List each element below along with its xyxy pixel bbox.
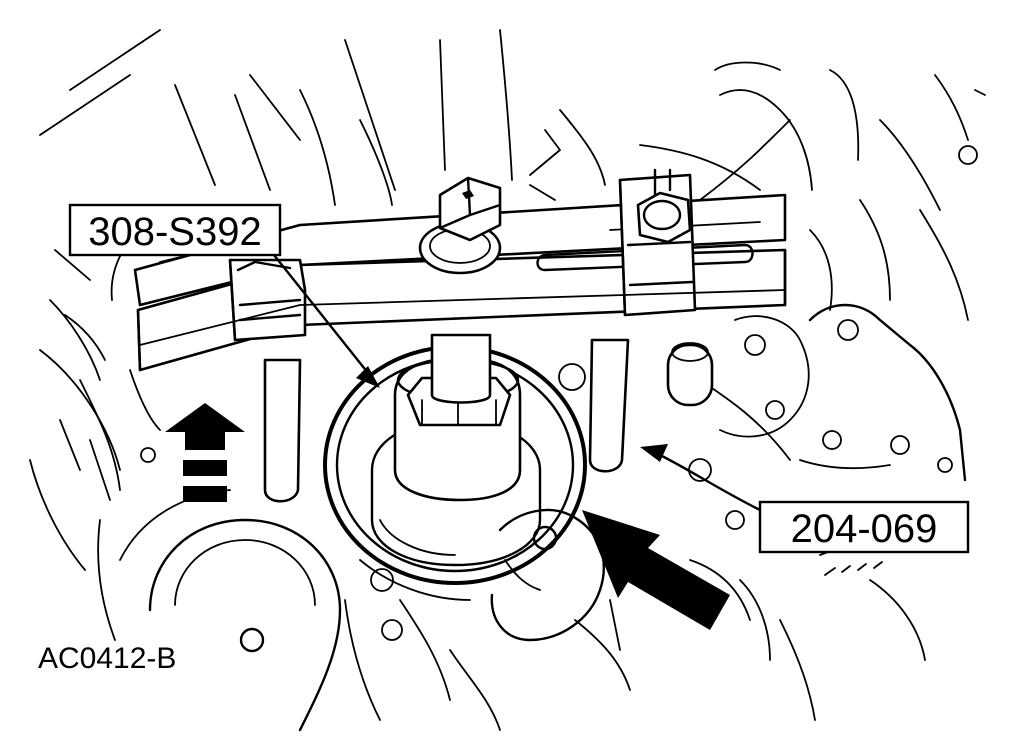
callout-308-s392-label: 308-S392 [88,210,261,254]
callout-204-069: 204-069 [758,500,970,554]
tool-legs [263,338,630,503]
callout-308-s392: 308-S392 [68,203,282,257]
transmission-case-outline [29,29,986,732]
upward-direction-arrow [165,403,245,502]
seal-pointer-arrow [582,510,730,630]
puller-bar [133,168,787,372]
callout-204-069-label: 204-069 [791,507,938,551]
callout-leaders [268,248,762,512]
figure-id: AC0412-B [38,642,176,675]
remover-cup [393,333,522,502]
